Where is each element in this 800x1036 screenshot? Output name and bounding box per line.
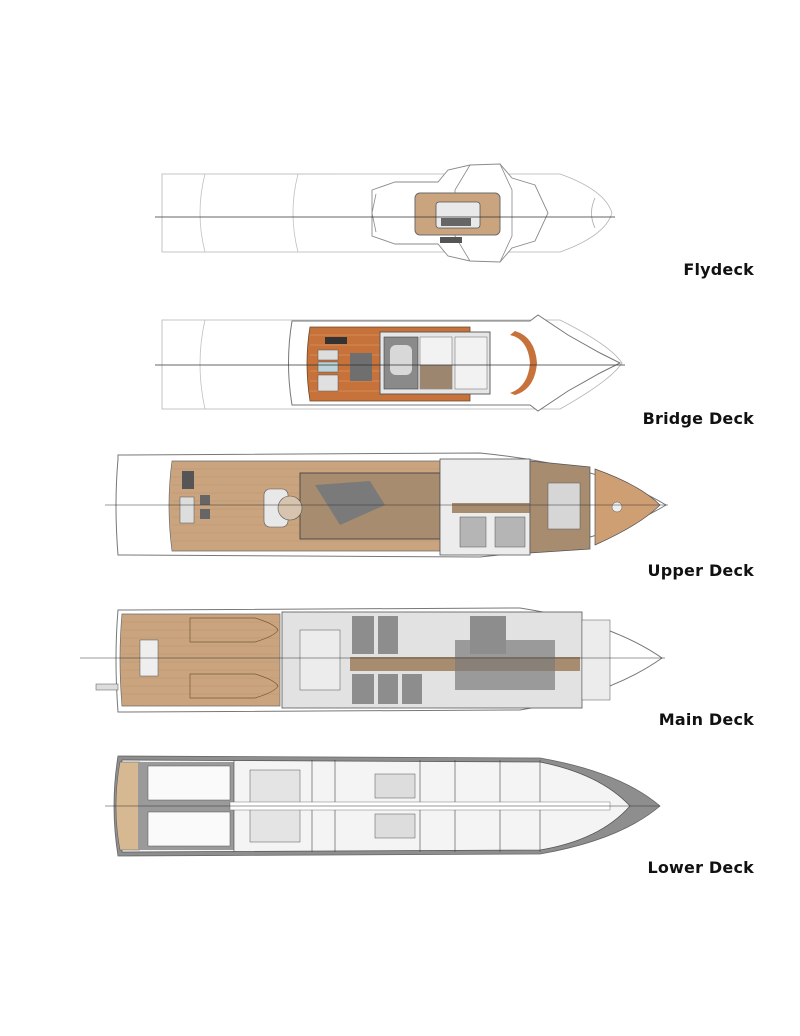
- deck-main: Main Deck: [0, 600, 800, 729]
- deck-label-lower: Lower Deck: [647, 858, 754, 877]
- flydeck-plan: [155, 163, 615, 263]
- deck-label-bridge: Bridge Deck: [642, 409, 754, 428]
- main-deck-plan: [80, 607, 665, 713]
- lower-deck-plan: [105, 755, 661, 857]
- bridge-deck-plan: [155, 314, 625, 412]
- deck-label-upper: Upper Deck: [647, 561, 754, 580]
- deck-flydeck: Flydeck: [0, 160, 800, 280]
- deck-bridge: Bridge Deck: [0, 305, 800, 428]
- upper-deck-plan: [105, 452, 668, 558]
- deck-label-flydeck: Flydeck: [683, 260, 754, 279]
- deck-upper: Upper Deck: [0, 445, 800, 580]
- deck-lower: Lower Deck: [0, 750, 800, 877]
- deck-label-main: Main Deck: [658, 710, 754, 729]
